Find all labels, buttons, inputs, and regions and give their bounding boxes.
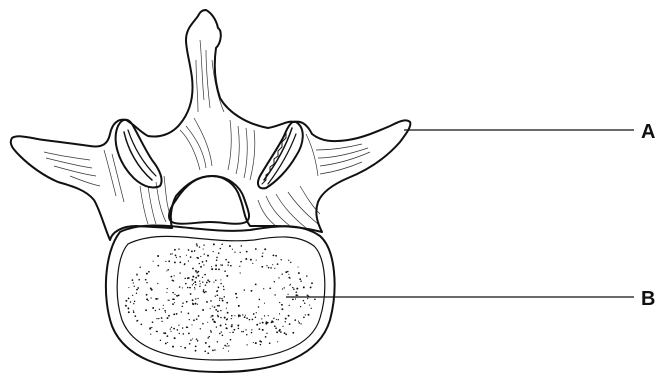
label-b-text: B <box>641 288 655 310</box>
vertebral-body-inner-rim <box>117 236 325 360</box>
label-a-text: A <box>641 121 655 143</box>
vertebral-body <box>106 226 335 373</box>
vertebral-foramen <box>169 176 249 224</box>
vertebral-body-stipple <box>125 243 316 354</box>
vertebral-arch <box>11 10 411 240</box>
label-b: B <box>286 288 655 310</box>
vertebral-arch-outline <box>11 10 411 240</box>
label-a: A <box>404 121 655 143</box>
